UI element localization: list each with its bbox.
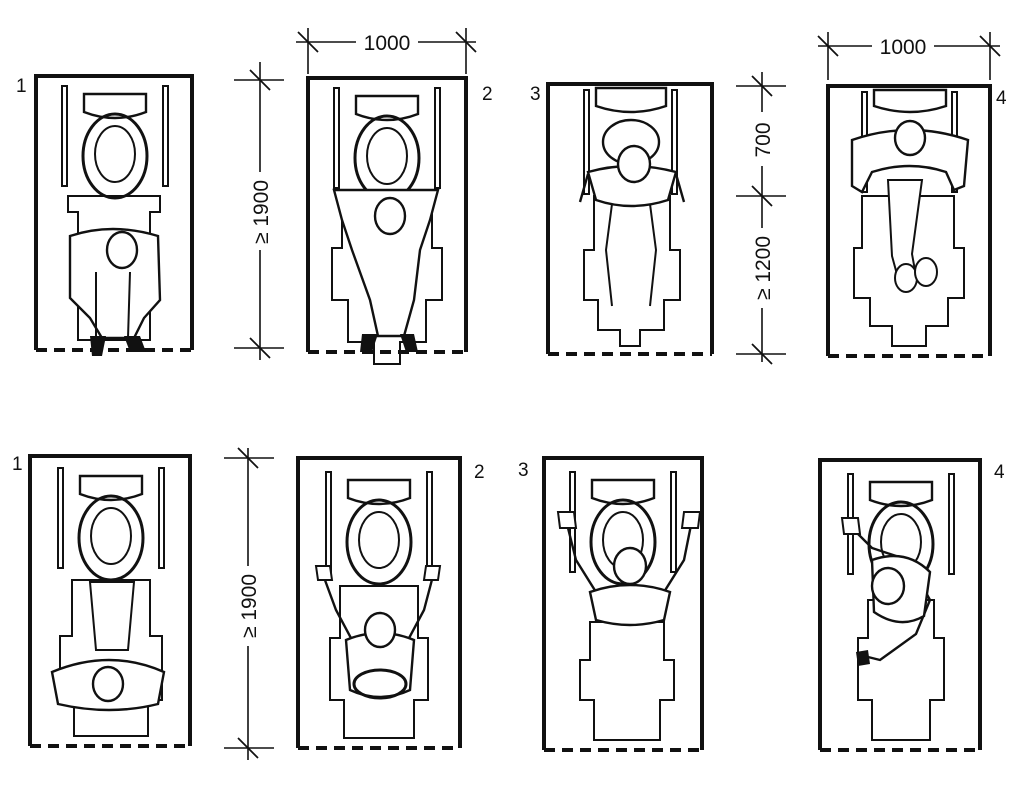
panel-bottom-1: 1 bbox=[12, 454, 192, 748]
person-figure bbox=[840, 517, 932, 666]
panel-number: 4 bbox=[994, 462, 1005, 483]
panel-number: 4 bbox=[996, 88, 1007, 109]
panel-number: 3 bbox=[518, 460, 529, 481]
person-figure bbox=[50, 581, 166, 712]
panel-top-2: 1000 2 bbox=[296, 28, 493, 365]
panel-bottom-4: 4 bbox=[818, 458, 1005, 752]
dimension-label: ≥ 1900 bbox=[238, 574, 261, 638]
dimension-width-left: 1000 bbox=[296, 28, 477, 74]
person-figure bbox=[556, 511, 702, 627]
panel-top-4: 1000 4 bbox=[817, 32, 1007, 358]
panel-number: 1 bbox=[16, 76, 27, 97]
panel-number: 2 bbox=[474, 462, 485, 483]
panel-bottom-3: 3 bbox=[518, 456, 704, 752]
dimension-label: 1000 bbox=[364, 32, 411, 55]
person-figure bbox=[68, 227, 162, 356]
panel-top-3: 3 bbox=[530, 82, 714, 356]
panel-bottom-2: 2 bbox=[296, 456, 485, 750]
dimension-label: 1000 bbox=[880, 36, 927, 59]
panel-top-1: 1 bbox=[16, 74, 194, 356]
dimension-label: ≥ 1200 bbox=[752, 236, 775, 300]
dimension-height-top: ≥ 1900 bbox=[234, 62, 284, 360]
person-figure bbox=[578, 144, 686, 307]
dimension-label: ≥ 1900 bbox=[250, 180, 273, 244]
person-figure bbox=[850, 119, 970, 293]
panel-number: 1 bbox=[12, 454, 23, 475]
dimension-width-right: 1000 bbox=[817, 32, 1001, 80]
person-figure bbox=[314, 565, 442, 700]
panel-number: 2 bbox=[482, 84, 493, 105]
dimension-height-bottom: ≥ 1900 bbox=[224, 447, 274, 760]
panel-number: 3 bbox=[530, 84, 541, 105]
dimension-label: 700 bbox=[752, 122, 775, 157]
person-figure bbox=[332, 188, 440, 352]
dimension-height-split: 700 ≥ 1200 bbox=[736, 72, 786, 365]
